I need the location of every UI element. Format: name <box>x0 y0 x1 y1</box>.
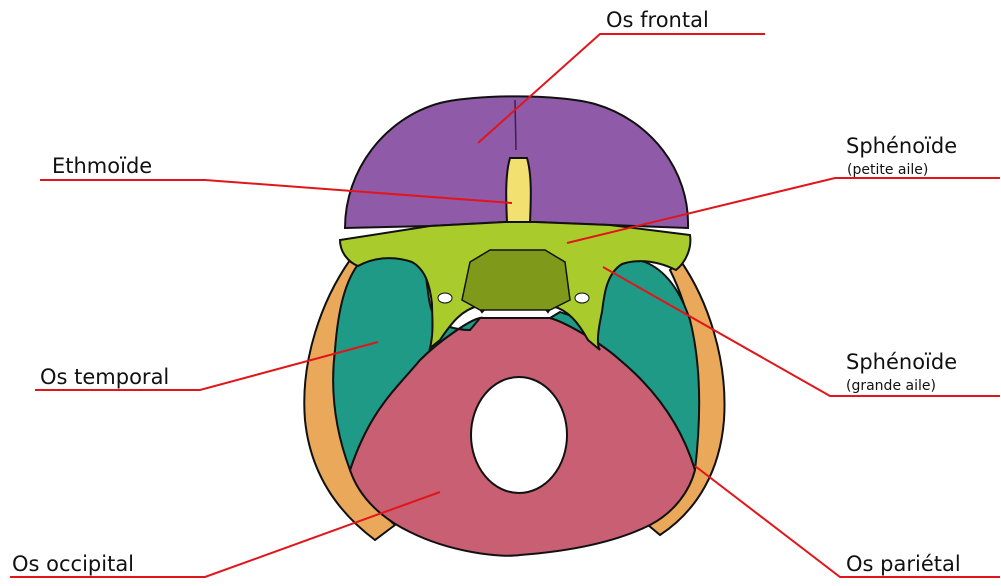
label-sphenoide-grande-aile-sub: (grande aile) <box>846 379 936 393</box>
foramen-right <box>575 293 589 303</box>
label-ethmoide: Ethmoïde <box>52 156 152 177</box>
label-sphenoide-petite-aile: Sphénoïde <box>846 136 957 157</box>
label-os-occipital: Os occipital <box>12 554 134 575</box>
foramen-left <box>438 293 452 303</box>
label-sphenoide-petite-aile-sub: (petite aile) <box>847 163 928 177</box>
label-os-parietal: Os pariétal <box>846 554 961 575</box>
foramen-magnum <box>471 377 567 493</box>
label-os-frontal: Os frontal <box>606 10 709 31</box>
frontal-suture <box>515 100 516 150</box>
label-sphenoide-grande-aile: Sphénoïde <box>846 352 957 373</box>
label-os-temporal: Os temporal <box>40 367 169 388</box>
ethmoid-bone <box>506 158 531 222</box>
sphenoid-body <box>462 250 570 310</box>
